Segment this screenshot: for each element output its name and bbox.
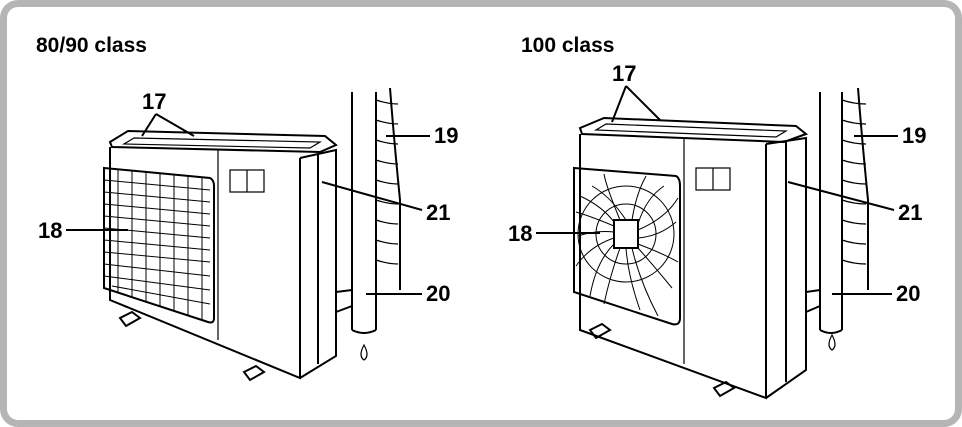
pipe-insulation-19	[857, 87, 869, 290]
front-face	[579, 134, 767, 400]
panel-title-100: 100 class	[521, 34, 615, 57]
drain-drop-icon	[828, 333, 836, 351]
drain-drop-icon	[360, 343, 368, 361]
foot-left	[118, 310, 142, 328]
outdoor-unit-80-90	[103, 87, 401, 382]
callout-17: 17	[142, 89, 166, 114]
pipe-insulation-19	[389, 87, 401, 290]
front-face	[109, 147, 301, 380]
panel-title-80-90: 80/90 class	[36, 34, 147, 57]
fan-grille-grid	[103, 170, 211, 320]
top-panel-17	[578, 116, 809, 144]
top-panel-inner	[121, 137, 323, 149]
fan-swirl-grille	[575, 173, 679, 317]
fan-hub	[613, 219, 639, 249]
foot-left	[588, 322, 612, 340]
callout-21: 21	[898, 200, 922, 225]
callout-17: 17	[612, 61, 636, 86]
foot-right	[242, 364, 266, 382]
callout-19: 19	[902, 123, 926, 148]
callout-18: 18	[38, 218, 62, 243]
callout-20: 20	[426, 281, 450, 306]
callout-19: 19	[434, 123, 458, 148]
top-panel-17	[108, 129, 338, 154]
foot-right	[712, 380, 736, 398]
callout-21: 21	[426, 200, 450, 225]
callouts-right: 17 18 19 21 20	[508, 61, 926, 306]
fan-guard-18	[103, 166, 215, 324]
callout-20: 20	[896, 281, 920, 306]
fan-guard-18	[573, 166, 681, 326]
callouts-left: 17 18 19 21 20	[38, 89, 458, 306]
side-face-21	[299, 148, 337, 379]
callout-18: 18	[508, 221, 532, 246]
outdoor-unit-100	[573, 87, 869, 400]
pipe-connection	[335, 289, 353, 313]
